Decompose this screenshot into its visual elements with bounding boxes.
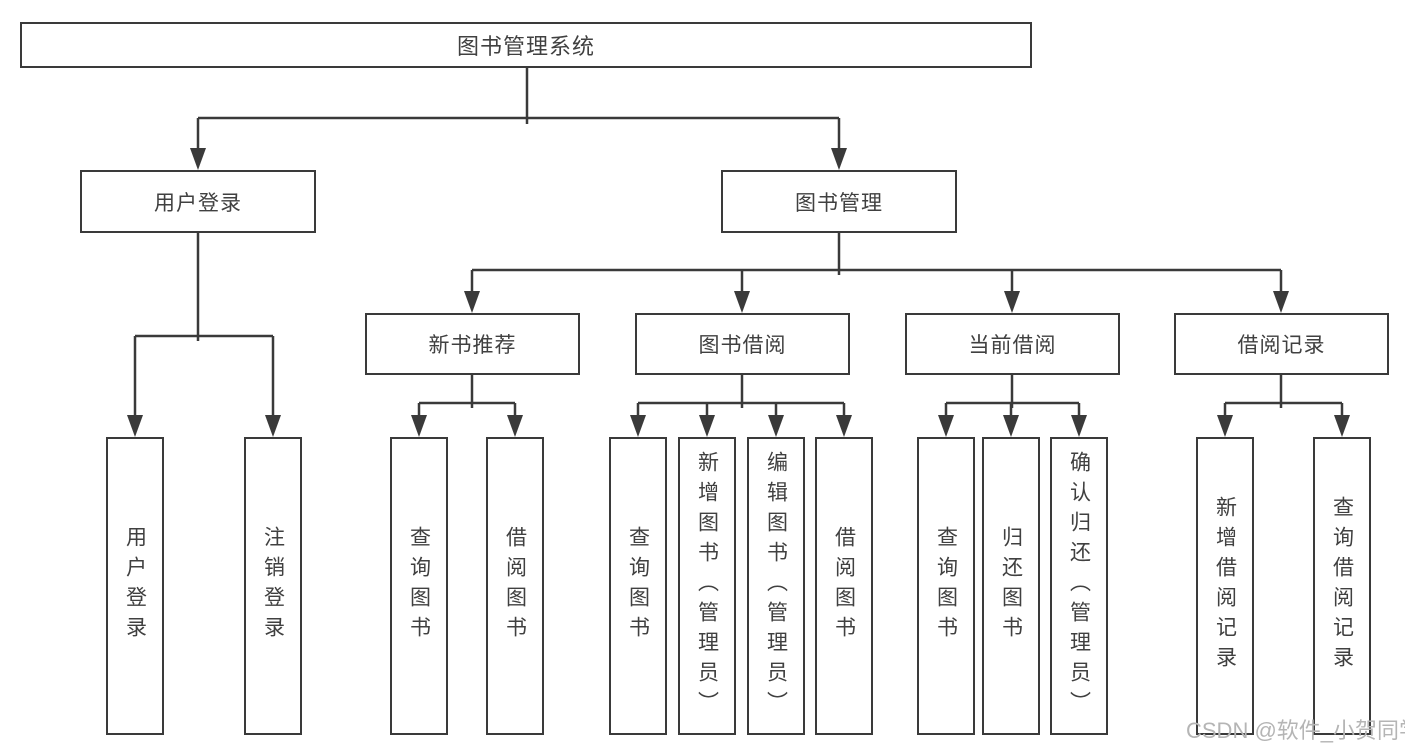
leaf-query-books-borrowing: 查询图书	[609, 437, 667, 735]
csdn-watermark: CSDN @软件_小贺同学	[1186, 718, 1405, 743]
leaf-query-borrow-record-label: 查询借阅记录	[1330, 496, 1354, 676]
leaf-query-books-current-label: 查询图书	[934, 526, 958, 646]
leaf-query-borrow-record: 查询借阅记录	[1313, 437, 1371, 735]
node-current-borrowing: 当前借阅	[905, 313, 1120, 375]
leaf-confirm-return-admin: 确认归还（管理员）	[1050, 437, 1108, 735]
leaf-edit-book-admin-label: 编辑图书（管理员）	[764, 451, 788, 721]
leaf-borrow-books-recommend: 借阅图书	[486, 437, 544, 735]
leaf-return-book-label: 归还图书	[999, 526, 1023, 646]
node-book-borrowing: 图书借阅	[635, 313, 850, 375]
leaf-query-books-borrowing-label: 查询图书	[626, 526, 650, 646]
leaf-add-book-admin-label: 新增图书（管理员）	[695, 451, 719, 721]
node-library-system: 图书管理系统	[20, 22, 1032, 68]
leaf-query-books-recommend: 查询图书	[390, 437, 448, 735]
leaf-borrow-books-borrowing: 借阅图书	[815, 437, 873, 735]
leaf-user-login-label: 用户登录	[123, 526, 147, 646]
node-new-book-recommendation: 新书推荐	[365, 313, 580, 375]
leaf-add-book-admin: 新增图书（管理员）	[678, 437, 736, 735]
node-book-management: 图书管理	[721, 170, 957, 233]
leaf-add-borrow-record: 新增借阅记录	[1196, 437, 1254, 735]
leaf-confirm-return-admin-label: 确认归还（管理员）	[1067, 451, 1091, 721]
node-book-management-label: 图书管理	[795, 191, 883, 215]
leaf-borrow-books-recommend-label: 借阅图书	[503, 526, 527, 646]
node-borrowing-records: 借阅记录	[1174, 313, 1389, 375]
node-current-borrowing-label: 当前借阅	[968, 334, 1057, 357]
node-user-login-label: 用户登录	[154, 191, 242, 215]
node-book-borrowing-label: 图书借阅	[698, 334, 787, 357]
node-borrowing-records-label: 借阅记录	[1237, 334, 1326, 357]
leaf-user-login: 用户登录	[106, 437, 164, 735]
leaf-query-books-current: 查询图书	[917, 437, 975, 735]
leaf-logout-label: 注销登录	[261, 526, 285, 646]
leaf-borrow-books-borrowing-label: 借阅图书	[832, 526, 856, 646]
node-user-login: 用户登录	[80, 170, 316, 233]
node-library-system-label: 图书管理系统	[456, 34, 595, 59]
leaf-add-borrow-record-label: 新增借阅记录	[1213, 496, 1237, 676]
node-new-book-recommendation-label: 新书推荐	[428, 334, 517, 357]
leaf-edit-book-admin: 编辑图书（管理员）	[747, 437, 805, 735]
leaf-logout: 注销登录	[244, 437, 302, 735]
leaf-return-book: 归还图书	[982, 437, 1040, 735]
leaf-query-books-recommend-label: 查询图书	[407, 526, 431, 646]
